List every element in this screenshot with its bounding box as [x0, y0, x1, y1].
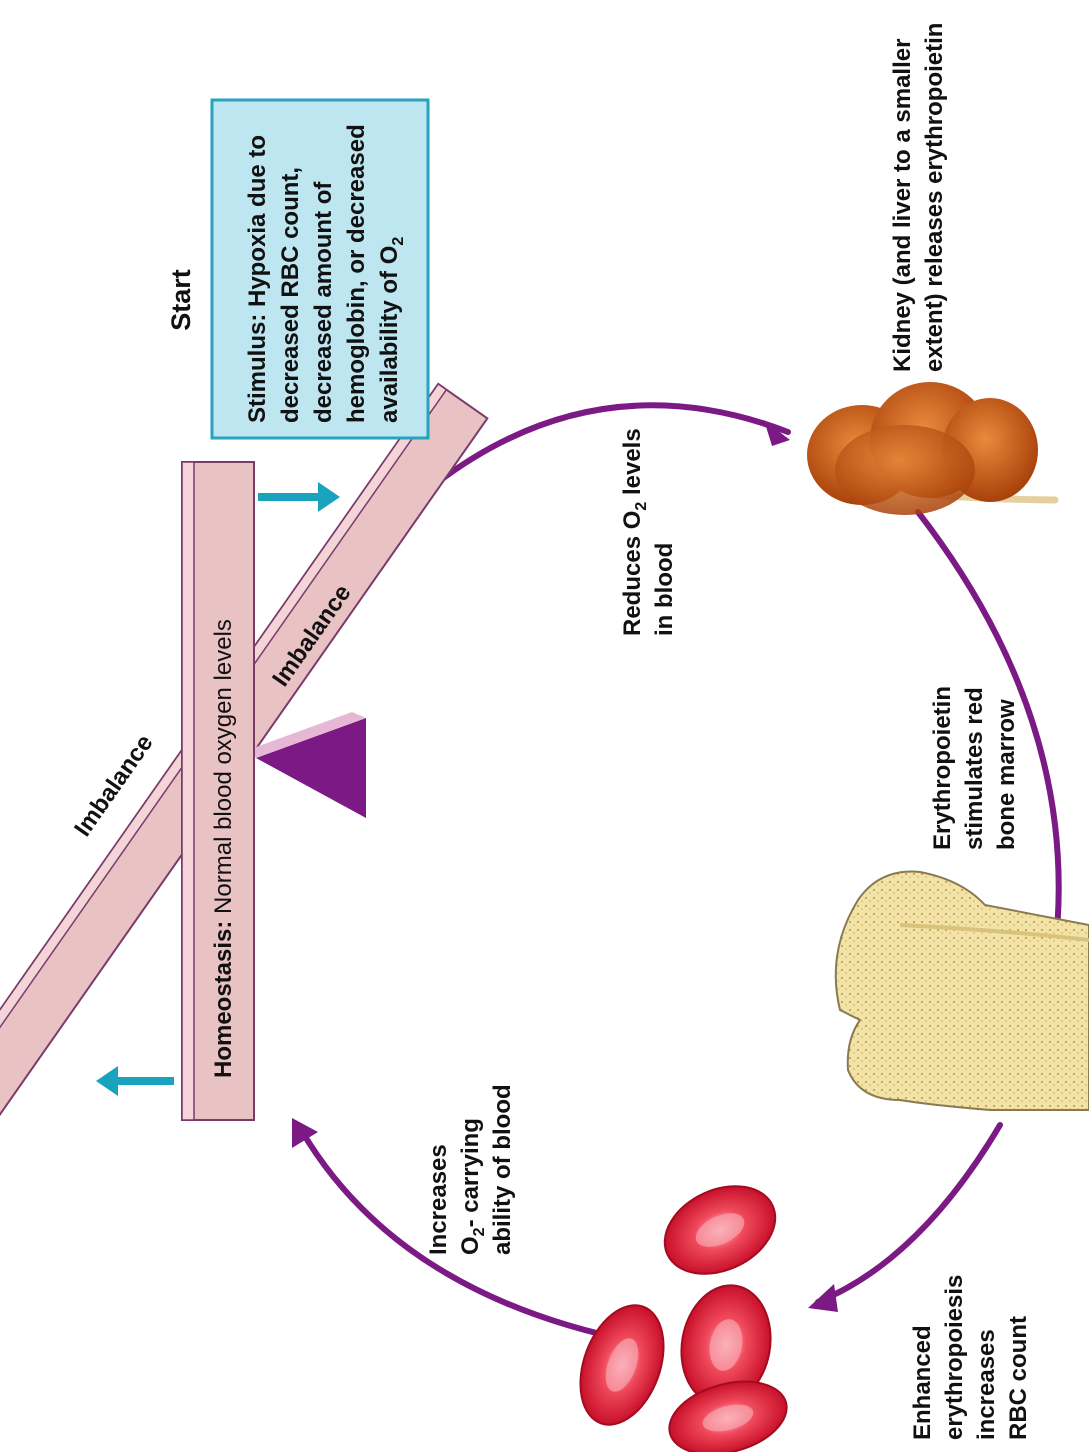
arrow-bone-to-rbc	[818, 1125, 1000, 1302]
kidney-illustration	[807, 382, 1055, 515]
increases-line-3: ability of blood	[489, 1084, 516, 1255]
stimulus-line-3: decreased amount of	[310, 181, 337, 423]
svg-text:Reduces O2 levels: Reduces O2 levels	[619, 428, 650, 636]
kidney-line-1: Kidney (and liver to a smaller	[889, 39, 916, 372]
increases-line-1: Increases	[425, 1144, 452, 1255]
increases-label: Increases O2- carrying ability of blood	[425, 1084, 516, 1255]
epo-line-2: stimulates red	[961, 687, 988, 850]
start-label: Start	[166, 269, 196, 331]
epo-line-3: bone marrow	[993, 699, 1020, 850]
homeostasis-rest: Normal blood oxygen levels	[210, 619, 237, 921]
kidney-line-2: extent) releases erythropoietin	[921, 23, 948, 372]
reduces-line-2: in blood	[651, 543, 678, 636]
teal-arrow-right-head	[318, 482, 340, 512]
stimulus-o2-subscript: 2	[390, 237, 407, 246]
stimulus-line-2: decreased RBC count,	[277, 167, 304, 423]
enhanced-line-1: Enhanced	[909, 1325, 936, 1440]
teal-arrow-left-head	[96, 1066, 118, 1096]
arrowhead-homeostasis	[292, 1118, 318, 1148]
red-blood-cells	[565, 1169, 795, 1452]
stimulus-line-1: Stimulus: Hypoxia due to	[244, 135, 271, 423]
reduces-prefix: Reduces O	[619, 511, 646, 636]
reduces-label: Reduces O2 levels in blood	[619, 428, 678, 636]
arrow-reduces-to-kidney	[438, 405, 788, 482]
increases-suffix: - carrying	[457, 1118, 484, 1227]
stimulus-line-5: availability of O2	[376, 237, 407, 423]
seesaw	[0, 384, 487, 1126]
enhanced-line-2: erythropoiesis	[941, 1275, 968, 1440]
increases-o-prefix: O	[457, 1236, 484, 1255]
teal-arrow-left-shaft	[118, 1077, 174, 1085]
cycle-arrows	[300, 405, 1059, 1345]
teal-arrow-right-shaft	[258, 493, 318, 501]
homeostasis-beam-face	[182, 462, 194, 1120]
epo-label: Erythropoietin stimulates red bone marro…	[929, 686, 1020, 850]
enhanced-line-4: RBC count	[1005, 1316, 1032, 1440]
enhanced-line-3: increases	[973, 1329, 1000, 1440]
reduces-suffix: levels	[619, 428, 646, 501]
reduces-o2-subscript: 2	[633, 502, 650, 511]
homeostasis-label: Homeostasis: Normal blood oxygen levels	[210, 619, 237, 1078]
stimulus-line-5-main: availability of O	[376, 246, 403, 423]
epo-line-1: Erythropoietin	[929, 686, 956, 850]
enhanced-label: Enhanced erythropoiesis increases RBC co…	[909, 1275, 1032, 1440]
stimulus-line-4: hemoglobin, or decreased	[343, 124, 370, 423]
svg-text:O2- carrying: O2- carrying	[457, 1118, 488, 1255]
homeostasis-bold: Homeostasis:	[210, 921, 237, 1078]
arrowhead-rbc	[808, 1284, 838, 1312]
bone-illustration	[836, 872, 1089, 1110]
kidney-label: Kidney (and liver to a smaller extent) r…	[889, 23, 948, 372]
increases-o2-subscript: 2	[471, 1227, 488, 1236]
